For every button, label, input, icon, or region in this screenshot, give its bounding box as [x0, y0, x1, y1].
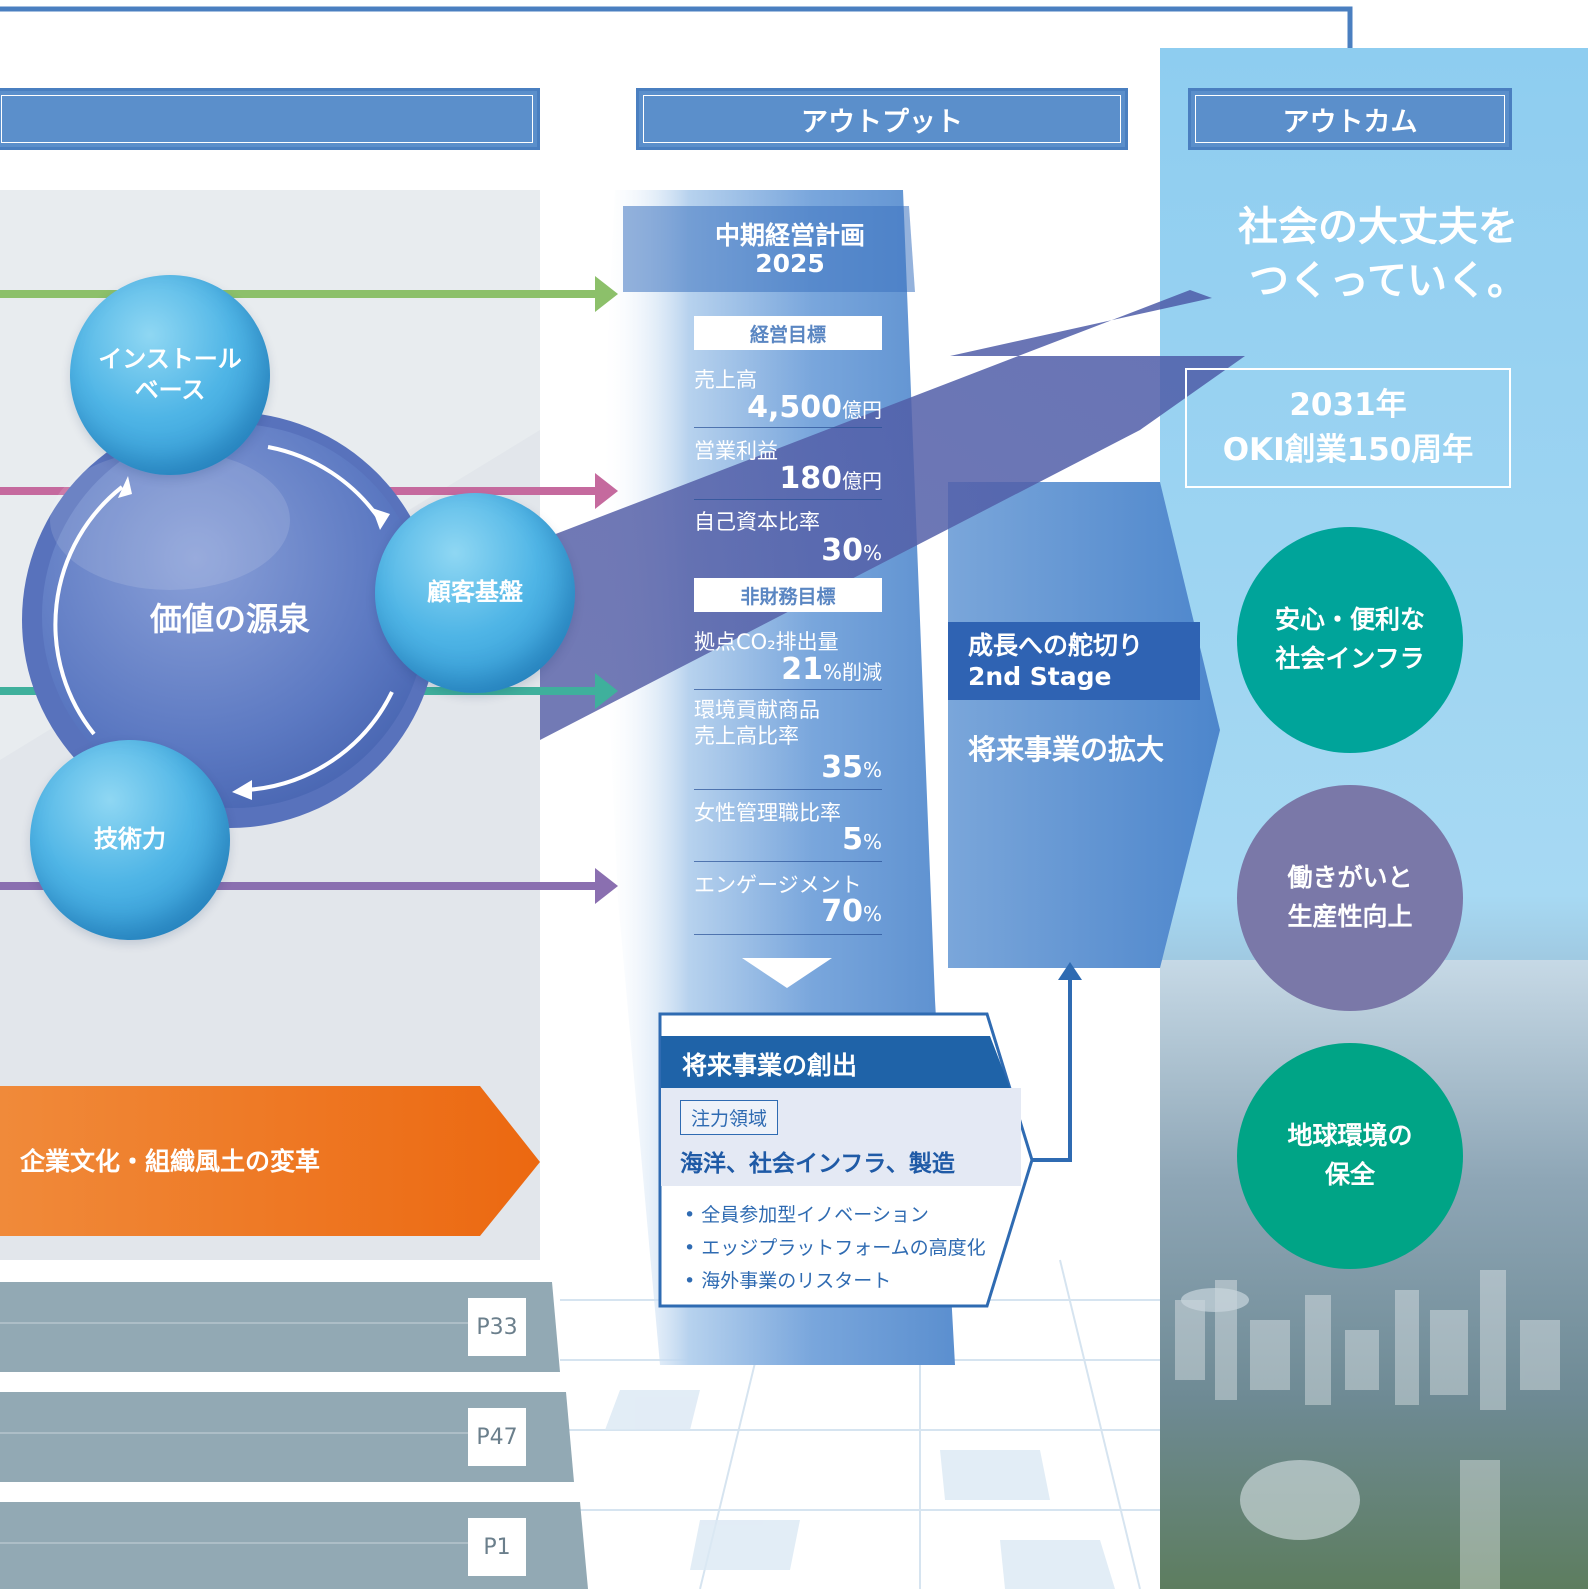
kpi-divider — [694, 789, 882, 790]
kpi-equity-number: 30 — [821, 533, 863, 568]
kpi-equity-value: 30% — [821, 533, 882, 568]
sphere-customer-base: 顧客基盤 — [375, 493, 575, 693]
sphere-technology: 技術力 — [30, 740, 230, 940]
outcome-header: アウトカム — [1188, 88, 1512, 150]
kpi-engagement-unit: % — [862, 902, 882, 926]
growth-expansion: 将来事業の拡大 — [968, 733, 1165, 766]
future-bullet-3: • 海外事業のリスタート — [684, 1270, 892, 1292]
sphere-install-base-line1: インストール — [98, 344, 242, 373]
growth-stage: 成長への舵切り 2nd Stage — [968, 630, 1143, 693]
outcome-slogan: 社会の大丈夫を つくっていく。 — [1168, 200, 1588, 308]
goal-environment-line1: 地球環境の — [1287, 1121, 1413, 1151]
kpi-co2-value: 21%削減 — [781, 652, 882, 687]
kpi-women-unit: % — [862, 830, 882, 854]
kpi-eco-sales-label: 環境貢献商品 売上高比率 — [694, 698, 820, 749]
outcome-slogan-line2: つくっていく。 — [1249, 258, 1527, 304]
sphere-install-base: インストール ベース — [70, 275, 270, 475]
future-bullet-1-text: 全員参加型イノベーション — [701, 1204, 929, 1226]
kpi-sales-value: 4,500億円 — [747, 390, 882, 425]
kpi-co2-number: 21 — [781, 652, 823, 687]
anniversary-text: OKI創業150周年 — [1222, 432, 1474, 468]
focus-areas: 海洋、社会インフラ、製造 — [680, 1151, 955, 1177]
kpi-sales-label: 売上高 — [694, 368, 757, 392]
culture-banner-label: 企業文化・組織風土の変革 — [20, 1147, 321, 1176]
page-ref-p33[interactable]: P33 — [468, 1298, 526, 1356]
goal-productivity-line1: 働きがいと — [1287, 863, 1413, 893]
kpi-equity-unit: % — [862, 541, 882, 565]
goal-circle-infrastructure: 安心・便利な 社会インフラ — [1237, 527, 1463, 753]
future-title: 将来事業の創出 — [682, 1051, 858, 1080]
kpi-eco-sales-number: 35 — [821, 750, 863, 785]
kpi-women-value: 5% — [842, 822, 882, 857]
focus-label: 注力領域 — [680, 1100, 779, 1135]
goal-productivity-line2: 生産性向上 — [1287, 902, 1413, 931]
plan-title: 中期経営計画 2025 — [680, 222, 900, 277]
page-ref-p47[interactable]: P47 — [468, 1408, 526, 1466]
kpi-op-profit-label: 営業利益 — [694, 439, 778, 463]
kpi-engagement-number: 70 — [821, 894, 863, 929]
plan-title-line1: 中期経営計画 — [714, 221, 865, 250]
goal-infrastructure-line1: 安心・便利な — [1274, 605, 1425, 635]
kpi-women-number: 5 — [842, 822, 863, 857]
kpi-co2-label: 拠点CO₂排出量 — [694, 630, 839, 654]
kpi-women-label: 女性管理職比率 — [694, 801, 841, 825]
kpi-op-profit-value: 180億円 — [779, 461, 882, 496]
goal-circle-productivity: 働きがいと 生産性向上 — [1237, 785, 1463, 1011]
future-bullet-2: • エッジプラットフォームの高度化 — [684, 1237, 986, 1259]
growth-stage-line1: 成長への舵切り — [968, 631, 1144, 660]
plan-title-line2: 2025 — [755, 248, 825, 278]
output-header: アウトプット — [636, 88, 1128, 150]
kpi-divider — [694, 861, 882, 862]
kpi-equity-label: 自己資本比率 — [694, 510, 820, 534]
center-label: 価値の源泉 — [149, 600, 310, 638]
future-bullet-1: • 全員参加型イノベーション — [684, 1204, 929, 1226]
output-header-label: アウトプット — [643, 95, 1121, 143]
goal-environment-line2: 保全 — [1324, 1160, 1375, 1189]
input-header — [0, 88, 540, 150]
kpi-sales-number: 4,500 — [747, 390, 842, 425]
page-ref-p1[interactable]: P1 — [468, 1518, 526, 1576]
anniversary-year: 2031年 — [1289, 387, 1407, 424]
sphere-install-base-line2: ベース — [134, 376, 206, 404]
kpi-op-profit-number: 180 — [779, 461, 842, 496]
growth-stage-line2: 2nd Stage — [968, 662, 1112, 692]
kpi-co2-unit: %削減 — [822, 660, 882, 684]
future-bullet-3-text: 海外事業のリスタート — [701, 1270, 892, 1292]
kpi-op-profit-unit: 億円 — [842, 469, 882, 493]
outcome-slogan-line1: 社会の大丈夫を — [1238, 204, 1518, 250]
goal-infrastructure-line2: 社会インフラ — [1275, 644, 1425, 673]
kpi-sales-unit: 億円 — [842, 398, 882, 422]
kpi-eco-sales-unit: % — [862, 758, 882, 782]
goal-circle-environment: 地球環境の 保全 — [1237, 1043, 1463, 1269]
kpi-divider — [694, 934, 882, 935]
kpi-engagement-value: 70% — [821, 894, 882, 929]
outcome-header-label: アウトカム — [1195, 95, 1505, 143]
nonfinancial-targets-label: 非財務目標 — [694, 578, 882, 612]
future-bullet-2-text: エッジプラットフォームの高度化 — [701, 1237, 986, 1259]
kpi-eco-sales-value: 35% — [821, 750, 882, 785]
kpi-divider — [694, 427, 882, 428]
sphere-customer-base-label: 顧客基盤 — [427, 578, 523, 607]
management-targets-label: 経営目標 — [694, 316, 882, 350]
sphere-technology-label: 技術力 — [94, 825, 166, 854]
kpi-engagement-label: エンゲージメント — [694, 873, 862, 897]
input-header-inner — [1, 95, 533, 143]
anniversary-box: 2031年 OKI創業150周年 — [1185, 368, 1511, 488]
kpi-divider — [694, 689, 882, 690]
kpi-divider — [694, 499, 882, 500]
